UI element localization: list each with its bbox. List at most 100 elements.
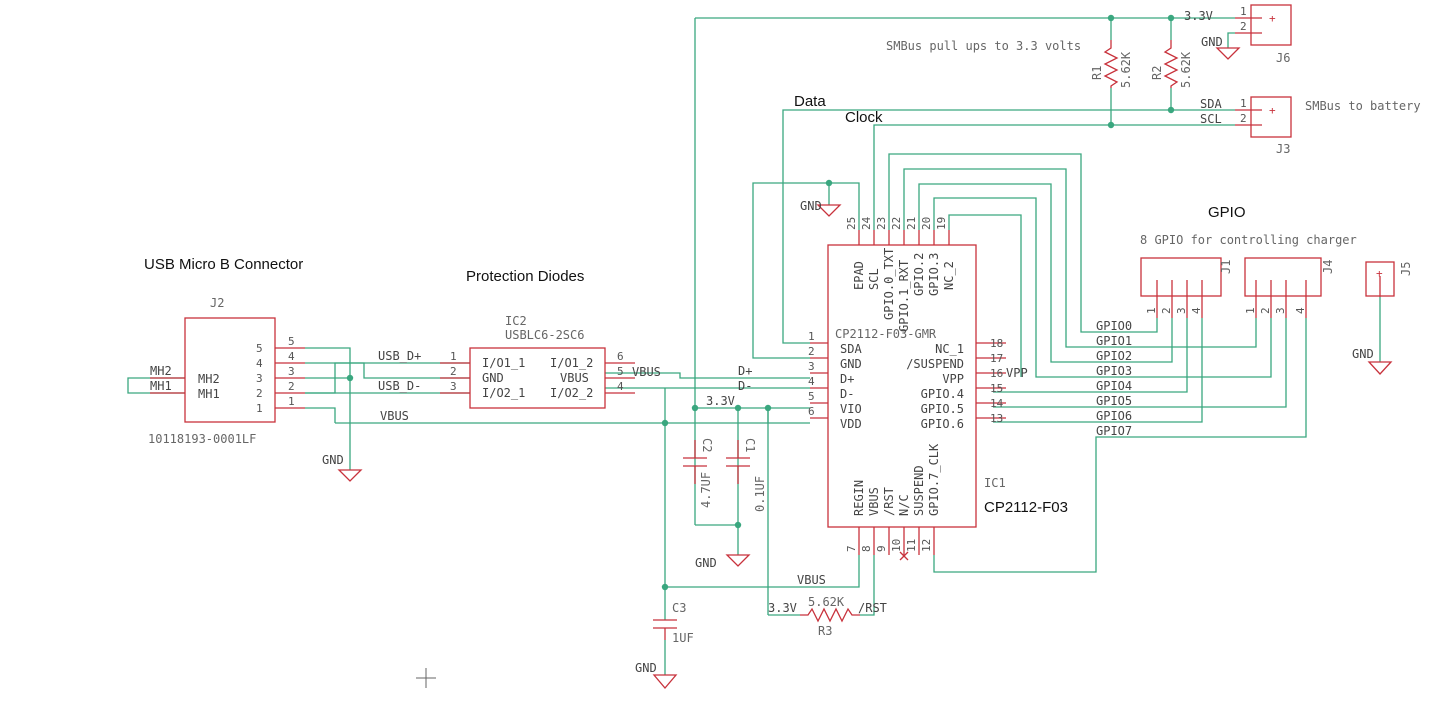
net-usb-dm: USB_D- (378, 379, 421, 393)
ic1-pin-suspend-n: /SUSPEND (906, 357, 964, 371)
c1-value: 0.1UF (753, 476, 767, 512)
ic1-pinnum-17: 17 (990, 352, 1003, 365)
heading-cp2112: CP2112-F03 (984, 499, 1068, 516)
j2-inner-mh2: MH2 (198, 372, 220, 386)
ic1-pinnum-22: 22 (890, 217, 903, 230)
ic2-pin-4: 4 (617, 380, 624, 393)
ic2-ref: IC2 (505, 314, 527, 328)
c3-ref: C3 (672, 601, 686, 615)
net-gpio4: GPIO4 (1096, 379, 1132, 393)
ic1-pinnum-18: 18 (990, 337, 1003, 350)
j3-ref: J3 (1276, 142, 1290, 156)
j2-pin-2: 2 (256, 387, 263, 400)
j2-pin-num-4: 4 (288, 350, 295, 363)
j2-pin-4: 4 (256, 357, 263, 370)
capacitor-c2: C2 4.7UF (683, 438, 714, 508)
r1-ref: R1 (1090, 66, 1104, 80)
j2-pin-num-2: 2 (288, 380, 295, 393)
c1-ref: C1 (743, 438, 757, 452)
net-gpio7: GPIO7 (1096, 424, 1132, 438)
ic1-pin-gpio1: GPIO.1_RXT (897, 260, 911, 332)
junctions (346, 14, 1175, 591)
ic1-pin-vpp: VPP (942, 372, 964, 386)
ic2-pin-3: 3 (450, 380, 457, 393)
j4-pin-3: 3 (1274, 307, 1287, 314)
net-3v3-1: 3.3V (706, 394, 735, 408)
ic1-pinnum-15: 15 (990, 382, 1003, 395)
j2-pin-5: 5 (256, 342, 263, 355)
ic1-pinnum-9: 9 (875, 545, 888, 552)
ground-symbols (337, 47, 1393, 690)
j5-ref: J5 (1399, 262, 1413, 276)
resistor-r3: 5.62K R3 (800, 595, 860, 638)
crosshair-cursor-icon (416, 668, 436, 688)
r3-value: 5.62K (808, 595, 845, 609)
c2-value: 4.7UF (699, 472, 713, 508)
net-gnd-j5: GND (1352, 347, 1374, 361)
j3-pin-1: 1 (1240, 97, 1247, 110)
net-dp: D+ (738, 364, 752, 378)
ic1-pinnum-13: 13 (990, 412, 1003, 425)
net-gpio3: GPIO3 (1096, 364, 1132, 378)
j4-ref: J4 (1321, 260, 1335, 274)
net-gnd-j2: GND (322, 453, 344, 467)
ic2-left-3: I/O2_1 (482, 386, 525, 400)
connector-j3: + 1 2 J3 (1235, 96, 1292, 156)
r2-value: 5.62K (1179, 51, 1193, 88)
net-vbus-3: VBUS (797, 573, 826, 587)
ic1-pin-vbus: VBUS (867, 487, 881, 516)
ic1-pin-dm: D- (840, 387, 854, 401)
j2-pin-1: 1 (256, 402, 263, 415)
heading-usb-connector: USB Micro B Connector (144, 256, 303, 273)
note-pullups: SMBus pull ups to 3.3 volts (886, 39, 1081, 53)
ic1-pinnum-19: 19 (935, 217, 948, 230)
j6-plus-icon: + (1269, 12, 1276, 25)
j2-value: 10118193-0001LF (148, 432, 256, 446)
r1-value: 5.62K (1119, 51, 1133, 88)
net-3v3-2: 3.3V (1184, 9, 1213, 23)
ic1-pin-epad: EPAD (852, 261, 866, 290)
j5-plus-icon: + (1376, 267, 1383, 280)
j2-pin-num-3: 3 (288, 365, 295, 378)
j2-outer-mh1: MH1 (150, 379, 172, 393)
r2-ref: R2 (1150, 66, 1164, 80)
ic1-pin-nc: N/C (897, 494, 911, 516)
ic1-pinnum-2: 2 (808, 345, 815, 358)
ic1-pin-gpio6: GPIO.6 (921, 417, 964, 431)
ic1-pinnum-11: 11 (905, 539, 918, 552)
ic1-pinnum-23: 23 (875, 217, 888, 230)
ic1-pin-regin: REGIN (852, 480, 866, 516)
j3-pin-2: 2 (1240, 112, 1247, 125)
j4-pin-1: 1 (1244, 307, 1257, 314)
ic1-pinnum-8: 8 (860, 545, 873, 552)
ic1-cp2112: CP2112-F03-GMR IC1 SDA GND D+ D- VIO VDD… (808, 216, 1006, 561)
ic1-pin-gpio4: GPIO.4 (921, 387, 964, 401)
ic1-pin-scl: SCL (867, 268, 881, 290)
j4-pin-2: 2 (1259, 307, 1272, 314)
net-vbus-2: VBUS (632, 365, 661, 379)
ic1-pin-rst: /RST (882, 487, 896, 516)
j1-pin-2: 2 (1160, 307, 1173, 314)
ic1-pinnum-3: 3 (808, 360, 815, 373)
net-gpio2: GPIO2 (1096, 349, 1132, 363)
j6-pin-2: 2 (1240, 20, 1247, 33)
ic1-pinnum-24: 24 (860, 216, 873, 230)
ic1-pinnum-10: 10 (890, 539, 903, 552)
net-vbus-1: VBUS (380, 409, 409, 423)
net-labels: USB_D+ USB_D- VBUS VBUS VBUS D+ D- 3.3V … (322, 9, 1374, 675)
net-gnd-caps: GND (695, 556, 717, 570)
note-gpio: 8 GPIO for controlling charger (1140, 233, 1357, 247)
heading-gpio: GPIO (1208, 204, 1246, 221)
ic1-pinnum-16: 16 (990, 367, 1003, 380)
capacitor-c3: C3 1UF (653, 601, 694, 645)
ic1-pin-gnd: GND (840, 357, 862, 371)
net-gpio6: GPIO6 (1096, 409, 1132, 423)
j2-pin-num-1: 1 (288, 395, 295, 408)
net-3v3-3: 3.3V (768, 601, 797, 615)
j2-pin-num-5: 5 (288, 335, 295, 348)
ic2-right-6: I/O1_2 (550, 356, 593, 370)
ic1-pin-vdd: VDD (840, 417, 862, 431)
j1-pin-4: 4 (1190, 307, 1203, 314)
resistor-r2: R2 5.62K (1150, 40, 1193, 88)
